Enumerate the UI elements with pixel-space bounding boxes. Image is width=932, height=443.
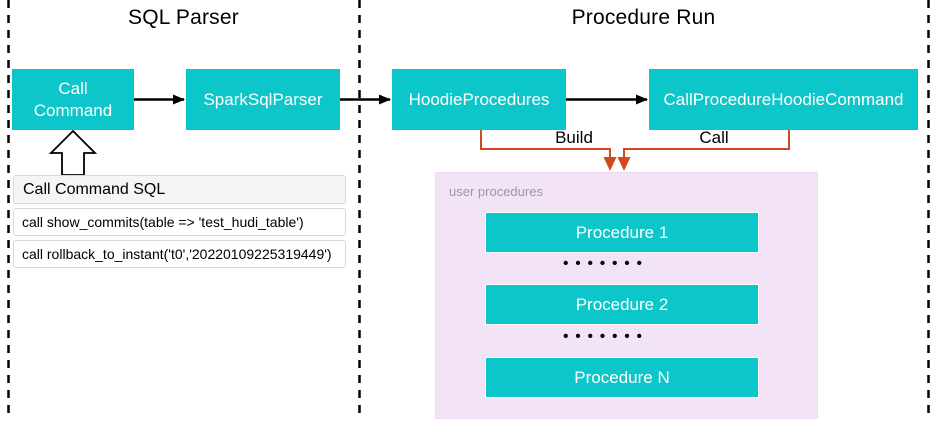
node-procedure-n: Procedure N xyxy=(485,357,759,398)
call-connector xyxy=(623,130,790,158)
call-command-sql-table: Call Command SQL call show_commits(table… xyxy=(13,175,346,268)
call-arrowhead xyxy=(617,157,631,171)
sql-table-header: Call Command SQL xyxy=(13,175,346,204)
sql-table-row: call show_commits(table => 'test_hudi_ta… xyxy=(13,208,346,236)
node-sparksqlparser: SparkSqlParser xyxy=(186,69,340,130)
edge-label-call: Call xyxy=(699,128,729,147)
hollow-up-arrow xyxy=(48,129,98,176)
user-procedures-container: user procedures Procedure 1 ••••••• Proc… xyxy=(435,172,818,419)
sql-table-row: call rollback_to_instant('t0','202201092… xyxy=(13,240,346,268)
ellipsis-dots: ••••••• xyxy=(563,255,649,272)
edge-label-build: Build xyxy=(555,128,593,147)
user-procedures-label: user procedures xyxy=(449,184,543,199)
node-callprocedurehoodiecommand: CallProcedureHoodieCommand xyxy=(649,69,918,130)
node-procedure-1: Procedure 1 xyxy=(485,212,759,253)
ellipsis-dots: ••••••• xyxy=(563,328,649,345)
node-procedure-2: Procedure 2 xyxy=(485,284,759,325)
section-title-procedure-run: Procedure Run xyxy=(571,6,716,29)
build-connector xyxy=(480,130,611,158)
build-arrowhead xyxy=(603,157,617,171)
section-title-sql-parser: SQL Parser xyxy=(128,6,239,29)
node-hoodieprocedures: HoodieProcedures xyxy=(392,69,566,130)
node-call-command: Call Command xyxy=(12,69,134,130)
